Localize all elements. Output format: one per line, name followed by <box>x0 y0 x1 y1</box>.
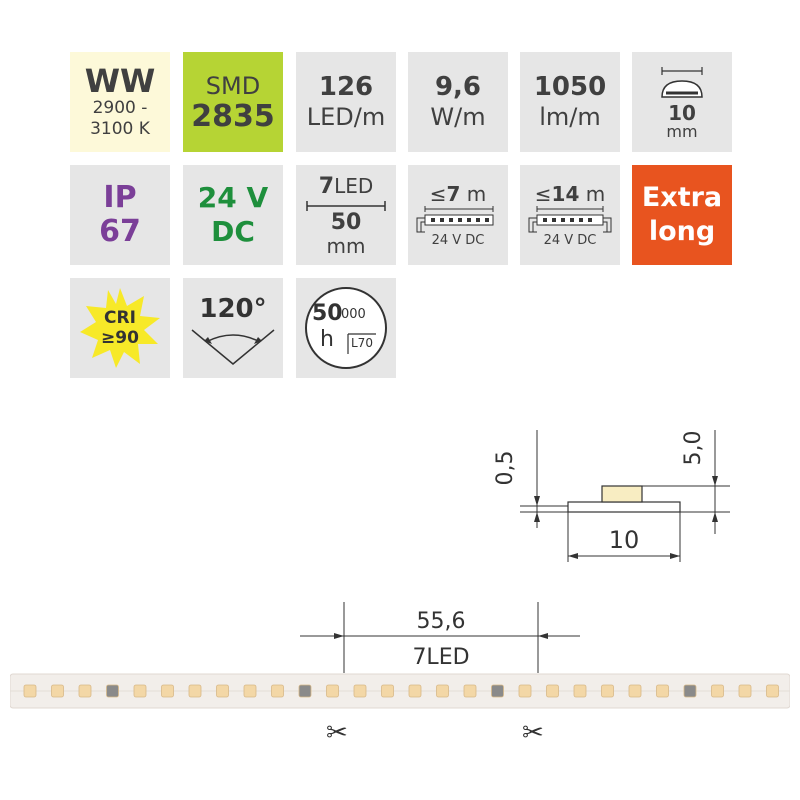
led-chip <box>298 684 312 698</box>
width-unit: mm <box>666 122 698 141</box>
tile-voltage: 24 V DC <box>183 165 283 265</box>
double-feed-icon <box>528 206 612 233</box>
led-chip <box>23 684 37 698</box>
profile-height-total: 5,0 <box>681 431 706 466</box>
led-chip <box>216 684 229 698</box>
tile-beam-angle: 120° <box>183 278 283 378</box>
lifetime-rating: L70 <box>351 336 373 350</box>
single-feed-icon <box>416 206 494 233</box>
angle-value: 120° <box>199 294 267 324</box>
run-double-supply: 24 V DC <box>543 233 597 248</box>
tile-chip-type: SMD 2835 <box>183 52 283 152</box>
pitch-value: 55,6 <box>417 609 466 634</box>
led-chip <box>353 684 367 698</box>
tile-cri: CRI ≥90 <box>70 278 170 378</box>
led-chip <box>766 684 779 698</box>
tile-color-temperature: WW 2900 - 3100 K <box>70 52 170 152</box>
tile-extra-long: Extra long <box>632 165 732 265</box>
chip-line-2: 2835 <box>191 99 275 134</box>
tile-ip-rating: IP 67 <box>70 165 170 265</box>
led-chip <box>573 684 587 698</box>
scissors-icon: ✂ <box>326 718 348 748</box>
tile-led-density: 126 LED/m <box>296 52 396 152</box>
lifetime-thousands: 000 <box>341 307 366 322</box>
ip-line-2: 67 <box>99 214 141 249</box>
lifetime-unit: h <box>320 327 334 352</box>
led-chip <box>711 684 724 698</box>
segment-count: 7 <box>318 174 335 199</box>
profile-height-small: 0,5 <box>493 451 518 486</box>
led-chip <box>463 684 477 698</box>
strip-profile-drawing: 0,5 5,0 10 <box>493 430 730 562</box>
voltage-line-2: DC <box>211 215 255 248</box>
led-chip <box>133 684 147 698</box>
run-double-prefix: ≤ <box>534 182 552 206</box>
run-single-prefix: ≤ <box>429 182 447 206</box>
profile-width: 10 <box>609 526 640 554</box>
segment-unit: mm <box>326 234 366 258</box>
led-chip <box>628 684 642 698</box>
flux-value: 1050 <box>533 72 607 102</box>
led-chip <box>546 684 559 698</box>
led-chip <box>408 684 422 698</box>
led-chip <box>656 684 669 698</box>
density-unit: LED/m <box>306 103 386 131</box>
extra-line-1: Extra <box>641 182 723 213</box>
ip-line-1: IP <box>103 180 137 215</box>
tile-luminous-flux: 1050 lm/m <box>520 52 620 152</box>
led-chip <box>78 684 92 698</box>
beam-angle-icon <box>191 329 275 365</box>
run-single-unit: m <box>466 182 487 206</box>
segment-length: 50 <box>330 210 362 235</box>
scissors-icon: ✂ <box>522 718 544 748</box>
run-single-length: 7 <box>446 182 461 206</box>
run-double-unit: m <box>585 182 606 206</box>
segment-led-word: LED <box>334 174 374 198</box>
led-chip <box>436 684 449 698</box>
run-double-length: 14 <box>551 182 580 206</box>
power-unit: W/m <box>430 103 486 131</box>
width-value: 10 <box>668 101 696 125</box>
color-temp-range-1: 2900 - <box>92 98 148 118</box>
lifetime-circle-icon <box>305 287 387 369</box>
led-chip <box>738 684 752 698</box>
led-chip <box>381 684 394 698</box>
voltage-line-1: 24 V <box>197 181 269 214</box>
pitch-led-group: 7LED <box>412 645 469 670</box>
led-chip <box>106 684 119 698</box>
chip-line-1: SMD <box>205 72 261 100</box>
flux-unit: lm/m <box>539 103 601 131</box>
led-chip <box>601 684 614 698</box>
segment-dimension-line <box>306 201 386 211</box>
led-chip <box>518 684 532 698</box>
led-chip <box>683 684 697 698</box>
tile-max-run-single: ≤7 m 24 V DC <box>408 165 508 265</box>
tile-power: 9,6 W/m <box>408 52 508 152</box>
led-strip-photo <box>10 673 790 709</box>
strip-profile-icon <box>661 67 703 98</box>
cri-line-2: ≥90 <box>101 328 139 348</box>
led-chip <box>188 684 202 698</box>
cri-line-1: CRI <box>104 308 136 328</box>
tile-cut-segment: 7LED 50 mm <box>296 165 396 265</box>
led-chip <box>161 684 174 698</box>
density-value: 126 <box>318 72 374 102</box>
color-temp-code: WW <box>84 62 156 100</box>
pitch-dimension: 55,6 7LED <box>300 602 580 673</box>
run-single-supply: 24 V DC <box>431 233 485 248</box>
cri-star-icon <box>80 288 160 368</box>
tile-lifetime: 50 000 h L70 <box>296 278 396 378</box>
led-chip <box>243 684 257 698</box>
led-chip <box>491 684 504 698</box>
power-value: 9,6 <box>434 72 482 102</box>
led-chip <box>51 684 64 698</box>
led-chip <box>326 684 339 698</box>
tile-strip-width: 10 mm <box>632 52 732 152</box>
extra-line-2: long <box>648 216 716 247</box>
lifetime-hours: 50 <box>312 301 343 326</box>
color-temp-range-2: 3100 K <box>90 119 150 139</box>
led-chip <box>271 684 284 698</box>
tile-max-run-double: ≤14 m 24 V DC <box>520 165 620 265</box>
